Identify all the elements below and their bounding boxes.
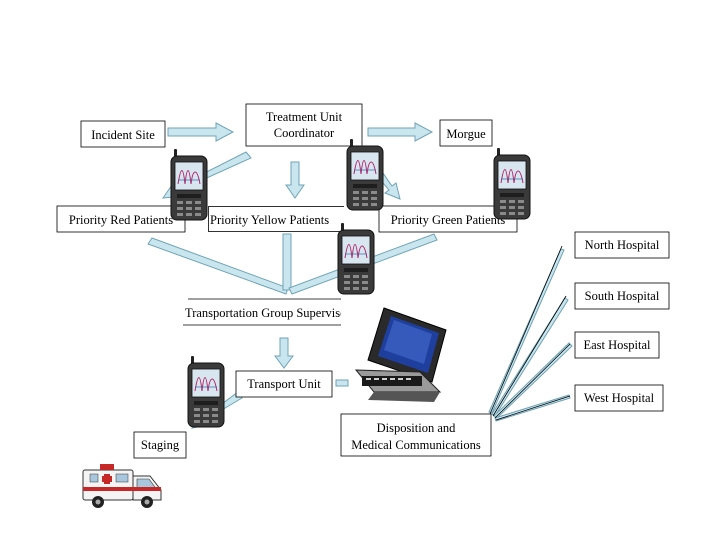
node-transport-unit: Transport Unit xyxy=(235,370,333,398)
node-south-hospital: South Hospital xyxy=(574,282,670,310)
priority-red-label: Priority Red Patients xyxy=(69,213,173,227)
west-hospital-label: West Hospital xyxy=(584,391,655,405)
handheld-device-icon xyxy=(170,148,208,221)
handheld-device-icon xyxy=(337,222,375,295)
disposition-label-line1: Disposition and xyxy=(377,421,457,435)
node-west-hospital: West Hospital xyxy=(574,384,664,412)
treatment-unit-label-line2: Coordinator xyxy=(274,126,335,140)
arrow-laptop-to-unit xyxy=(335,379,349,387)
connector-lines xyxy=(489,245,571,421)
node-disposition: Disposition and Medical Communications xyxy=(340,413,492,457)
arrow-yellow-to-transport xyxy=(282,233,292,291)
arrow-group-to-unit xyxy=(274,337,294,369)
priority-green-label: Priority Green Patients xyxy=(391,213,506,227)
arrow-treatment-to-yellow xyxy=(285,161,305,199)
arrow-incident-to-treatment xyxy=(167,122,235,142)
handheld-device-icon xyxy=(346,138,384,211)
north-hospital-label: North Hospital xyxy=(585,238,660,252)
handheld-device-icon xyxy=(187,355,225,428)
handheld-device-icon xyxy=(493,147,531,220)
transportation-group-label: Transportation Group Supervisor xyxy=(185,306,351,320)
laptop-icon xyxy=(354,307,447,402)
transport-unit-label: Transport Unit xyxy=(247,377,321,391)
south-hospital-label: South Hospital xyxy=(585,289,660,303)
arrow-red-to-transport xyxy=(147,237,289,295)
node-incident-site: Incident Site xyxy=(80,120,166,148)
node-priority-red: Priority Red Patients xyxy=(56,205,186,233)
treatment-unit-label-line1: Treatment Unit xyxy=(266,110,343,124)
east-hospital-label: East Hospital xyxy=(583,338,651,352)
ambulance-icon xyxy=(82,464,162,508)
node-treatment-unit: Treatment Unit Coordinator xyxy=(245,103,363,147)
disposition-label-line2: Medical Communications xyxy=(351,438,481,452)
staging-label: Staging xyxy=(141,438,180,452)
priority-yellow-label: Priority Yellow Patients xyxy=(210,213,329,227)
node-east-hospital: East Hospital xyxy=(574,331,660,359)
node-north-hospital: North Hospital xyxy=(574,231,670,259)
node-transportation-group: Transportation Group Supervisor xyxy=(183,298,351,326)
node-morgue: Morgue xyxy=(439,119,493,147)
morgue-label: Morgue xyxy=(446,127,486,141)
node-priority-yellow: Priority Yellow Patients xyxy=(208,206,344,232)
incident-site-label: Incident Site xyxy=(91,128,155,142)
arrow-treatment-to-morgue xyxy=(367,122,434,142)
node-staging: Staging xyxy=(133,431,187,459)
